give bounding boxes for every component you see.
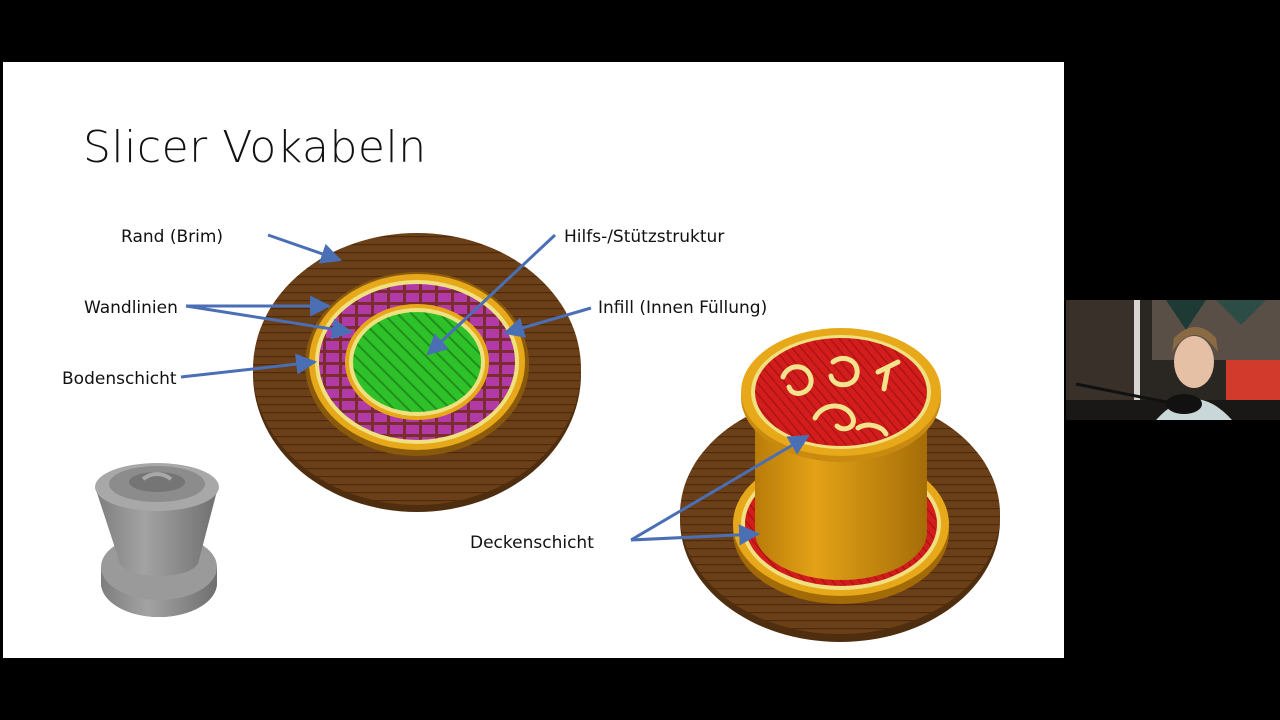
webcam-overlay	[1066, 300, 1280, 420]
label-wandlinien: Wandlinien	[84, 298, 178, 318]
presentation-slide: Slicer Vokabeln	[3, 62, 1064, 658]
label-hilfs: Hilfs-/Stützstruktur	[564, 227, 725, 247]
arrow-hilfs	[426, 233, 557, 356]
print-cross-section	[253, 233, 581, 512]
arrow-wandlinien-2	[185, 304, 354, 340]
webcam-image	[1066, 300, 1280, 420]
arrow-rand	[267, 233, 342, 264]
label-deckenschicht: Deckenschicht	[470, 533, 594, 553]
label-infill: Infill (Innen Füllung)	[598, 298, 768, 318]
print-top-view	[680, 328, 1000, 642]
label-bodenschicht: Bodenschicht	[62, 369, 177, 389]
arrow-deckenschicht-1	[630, 434, 810, 542]
annotation-arrows	[180, 233, 810, 546]
stamp-model-render	[95, 463, 219, 617]
slide-illustration	[95, 233, 1000, 642]
arrow-deckenschicht-2	[630, 524, 761, 546]
label-rand: Rand (Brim)	[121, 227, 224, 247]
slide-title: Slicer Vokabeln	[83, 122, 427, 173]
arrow-infill	[502, 306, 592, 338]
arrow-bodenschicht	[180, 353, 318, 379]
